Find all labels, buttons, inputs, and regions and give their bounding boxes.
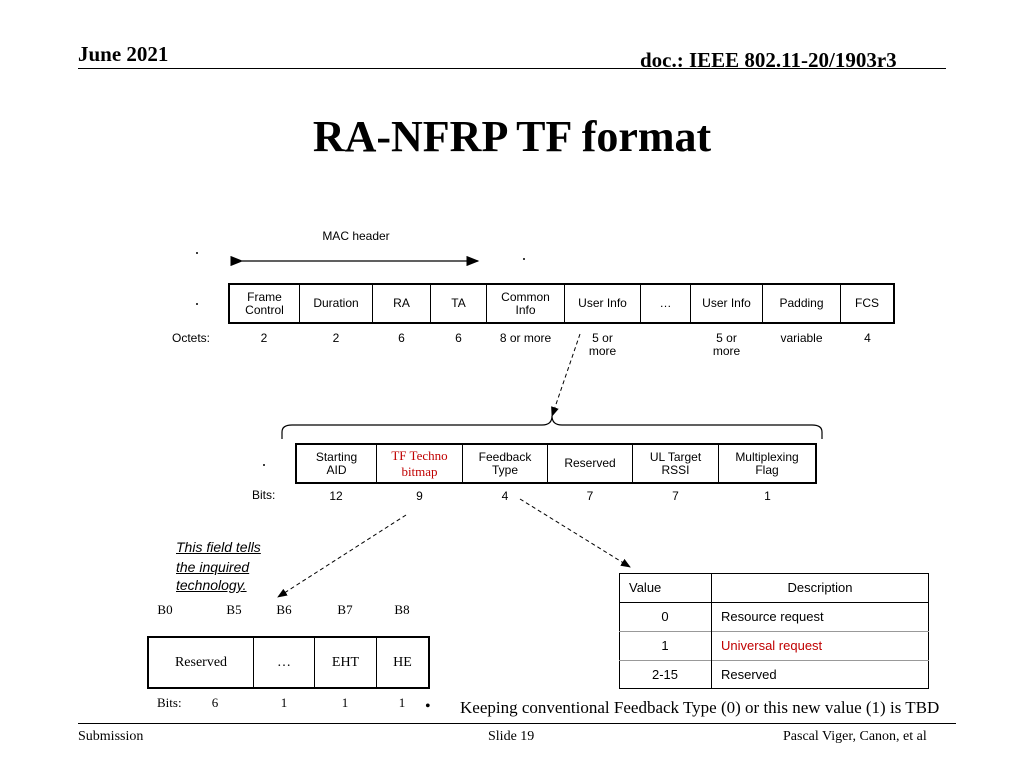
bitmap-field: Reserved (147, 636, 254, 689)
header-rule (78, 68, 946, 69)
bitmap-dashed-arrow (277, 514, 407, 598)
frame-field-octets: 6 (398, 331, 405, 345)
frame-field: Duration (299, 283, 373, 324)
bitmap-field: … (253, 636, 315, 689)
bit-position-label: B7 (337, 602, 353, 617)
bit-position-label: B5 (226, 602, 242, 617)
user-info-field: Feedback Type (462, 443, 548, 484)
field-note-line: technology. (176, 577, 247, 593)
field-note-line: the inquired (176, 559, 250, 575)
user-info-field: UL Target RSSI (632, 443, 719, 484)
frame-field-octets: 5 or more (588, 331, 617, 358)
frame-field: Padding (762, 283, 841, 324)
frame-field-octets: 4 (864, 331, 871, 345)
slide-title: RA-NFRP TF format (312, 112, 712, 161)
bit-position-label: B6 (276, 602, 292, 617)
user-info-field-bits: 9 (416, 489, 423, 503)
table-row-divider (619, 602, 929, 603)
user-info-field: Multiplexing Flag (718, 443, 817, 484)
table-cell-description: Universal request (721, 638, 823, 653)
table-cell-value: 2-15 (651, 667, 679, 682)
dot (196, 303, 198, 305)
frame-field: User Info (564, 283, 641, 324)
user-info-field: Starting AID (295, 443, 377, 484)
bitmap-field-bits: 6 (211, 695, 219, 710)
bitmap-bits-label: Bits: (157, 695, 182, 710)
frame-field: RA (372, 283, 431, 324)
bitmap-field-bits: 1 (398, 695, 406, 710)
table-cell-value: 0 (661, 609, 669, 624)
field-note: This field tells the inquired technology… (176, 537, 286, 594)
table-cell-value: 1 (661, 638, 669, 653)
octets-label: Octets: (172, 331, 211, 345)
user-info-field-bits: 7 (586, 489, 594, 503)
table-column-divider (711, 573, 712, 689)
bits-label: Bits: (252, 488, 276, 502)
dot (263, 464, 265, 466)
frame-field: Frame Control (228, 283, 300, 324)
frame-field-octets: 2 (260, 331, 268, 345)
frame-field-octets: 8 or more (499, 331, 552, 345)
user-info-field-bits: 7 (672, 489, 679, 503)
frame-field: TA (430, 283, 487, 324)
bitmap-field-bits: 1 (341, 695, 349, 710)
user-info-field-bits: 1 (764, 489, 771, 503)
feedback-dashed-arrow (519, 498, 631, 568)
user-info-field: Reserved (547, 443, 633, 484)
user-info-field-bits: 4 (501, 489, 509, 503)
table-cell-description: Reserved (721, 667, 777, 682)
footer-center: Slide 19 (488, 729, 535, 744)
frame-field-octets: 6 (455, 331, 462, 345)
table-header-value: Value (629, 580, 662, 595)
frame-field: User Info (690, 283, 763, 324)
user-info-brace (281, 415, 823, 439)
frame-field-octets: 2 (332, 331, 340, 345)
frame-field: FCS (840, 283, 895, 324)
bit-position-label: B0 (157, 602, 173, 617)
bullet-dot: • (425, 698, 431, 715)
field-note-line: This field tells (176, 539, 261, 555)
bitmap-field: HE (376, 636, 430, 689)
frame-field-octets: 5 or more (712, 331, 741, 358)
bullet-text: Keeping conventional Feedback Type (0) o… (460, 698, 940, 717)
header-date: June 2021 (78, 42, 169, 66)
table-row-divider (619, 660, 929, 661)
bitmap-field-bits: 1 (280, 695, 288, 710)
table-cell-description: Resource request (721, 609, 824, 624)
footer-left: Submission (78, 729, 144, 744)
frame-field: Common Info (486, 283, 565, 324)
userinfo-dashed-arrow (551, 333, 581, 417)
dot (196, 252, 198, 254)
footer-rule (78, 723, 956, 724)
bitmap-field: EHT (314, 636, 377, 689)
frame-field: … (640, 283, 691, 324)
dot (523, 258, 525, 260)
table-row-divider (619, 631, 929, 632)
mac-header-label: MAC header (322, 229, 390, 243)
user-info-field: TF Techno bitmap (376, 443, 463, 484)
bit-position-label: B8 (394, 602, 410, 617)
table-header-description: Description (787, 580, 853, 595)
user-info-field-bits: 12 (329, 489, 343, 503)
frame-field-octets: variable (780, 331, 823, 345)
footer-right: Pascal Viger, Canon, et al (783, 729, 927, 744)
